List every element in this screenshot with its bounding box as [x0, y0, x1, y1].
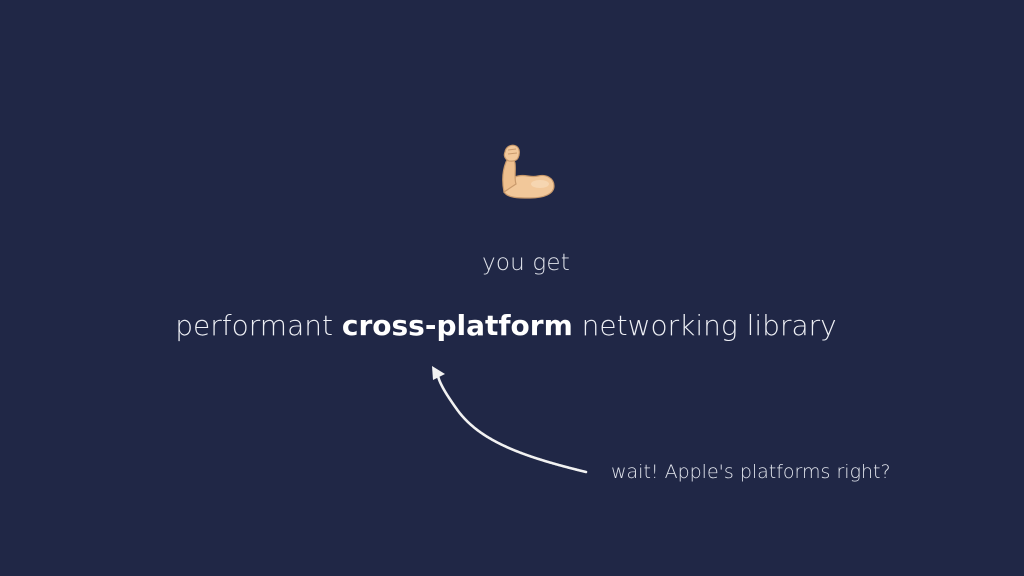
annotation-note: wait! Apple's platforms right?	[611, 461, 891, 483]
headline-emphasis: cross-platform	[341, 309, 573, 342]
headline-suffix: networking library	[572, 309, 837, 342]
headline: performant cross-platform networking lib…	[0, 309, 1012, 342]
headline-prefix: performant	[175, 309, 342, 342]
subtitle: you get	[482, 250, 570, 276]
flexed-biceps-icon	[496, 138, 560, 202]
